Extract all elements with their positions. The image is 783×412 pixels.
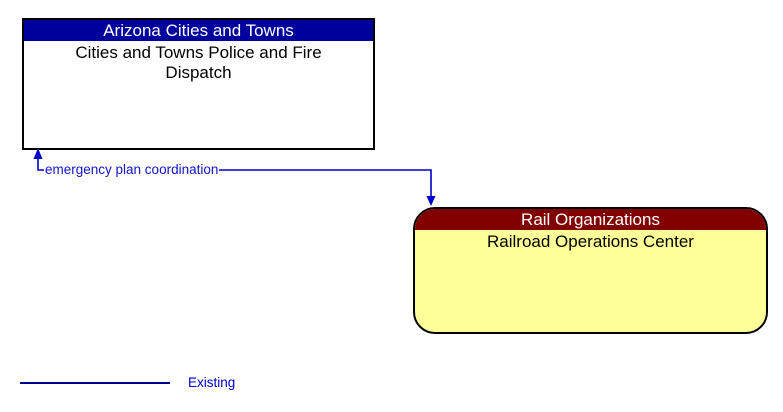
flow-label[interactable]: emergency plan coordination — [44, 162, 220, 177]
entity-group-title: Arizona Cities and Towns — [24, 20, 373, 41]
entity-box-cities-and-towns-police-fire-dispatch[interactable]: Arizona Cities and Towns Cities and Town… — [22, 18, 375, 150]
legend-existing-label: Existing — [188, 375, 236, 390]
entity-box-railroad-operations-center[interactable]: Rail Organizations Railroad Operations C… — [413, 207, 768, 334]
entity-group-title: Rail Organizations — [415, 209, 766, 230]
legend-existing-line-sample — [20, 382, 170, 384]
entity-name: Cities and Towns Police and Fire Dispatc… — [75, 43, 322, 82]
entity-name: Railroad Operations Center — [487, 232, 694, 251]
arrowhead-down-icon — [426, 196, 436, 206]
legend: Existing — [0, 370, 300, 400]
